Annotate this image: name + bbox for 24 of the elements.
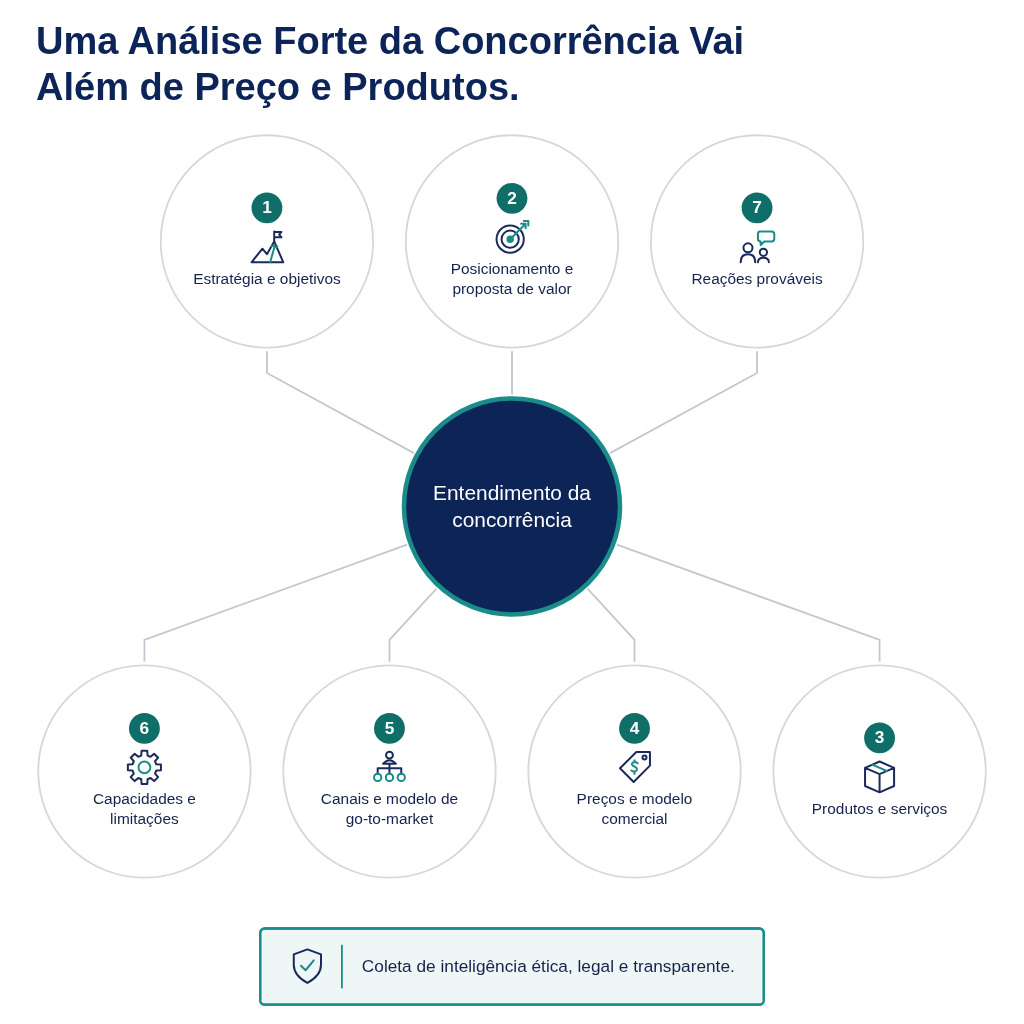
connector-line xyxy=(609,350,758,454)
connector-line xyxy=(266,350,415,454)
connector-line xyxy=(388,587,438,663)
topic-label: Reações prováveis xyxy=(690,269,824,290)
connector-line xyxy=(616,543,881,663)
title: Uma Análise Forte da Concorrência Vai Além de Preço e Produtos. xyxy=(36,19,746,110)
connector-line xyxy=(143,543,408,663)
topic-label: Preços e modelo comercial xyxy=(575,789,694,830)
topic-label: Produtos e serviços xyxy=(810,799,949,820)
topic-label: Estratégia e objetivos xyxy=(192,269,342,290)
step-number: 3 xyxy=(874,728,885,747)
connector-line xyxy=(511,350,513,396)
topic-label: Canais e modelo de go-to-market xyxy=(319,789,460,830)
topic-label: Posicionamento e proposta de valor xyxy=(449,259,575,300)
connector-line xyxy=(586,587,636,663)
step-number: 5 xyxy=(384,719,395,738)
step-number: 6 xyxy=(139,719,150,738)
step-number: 7 xyxy=(752,198,762,217)
step-number: 1 xyxy=(262,198,272,217)
topic-label: Capacidades e limitações xyxy=(91,789,197,830)
note-text: Coleta de inteligência ética, legal e transparente. xyxy=(361,955,735,978)
step-number: 4 xyxy=(629,719,640,738)
step-number: 2 xyxy=(507,189,517,208)
hub-label: Entendimento da concorrência xyxy=(432,480,592,534)
